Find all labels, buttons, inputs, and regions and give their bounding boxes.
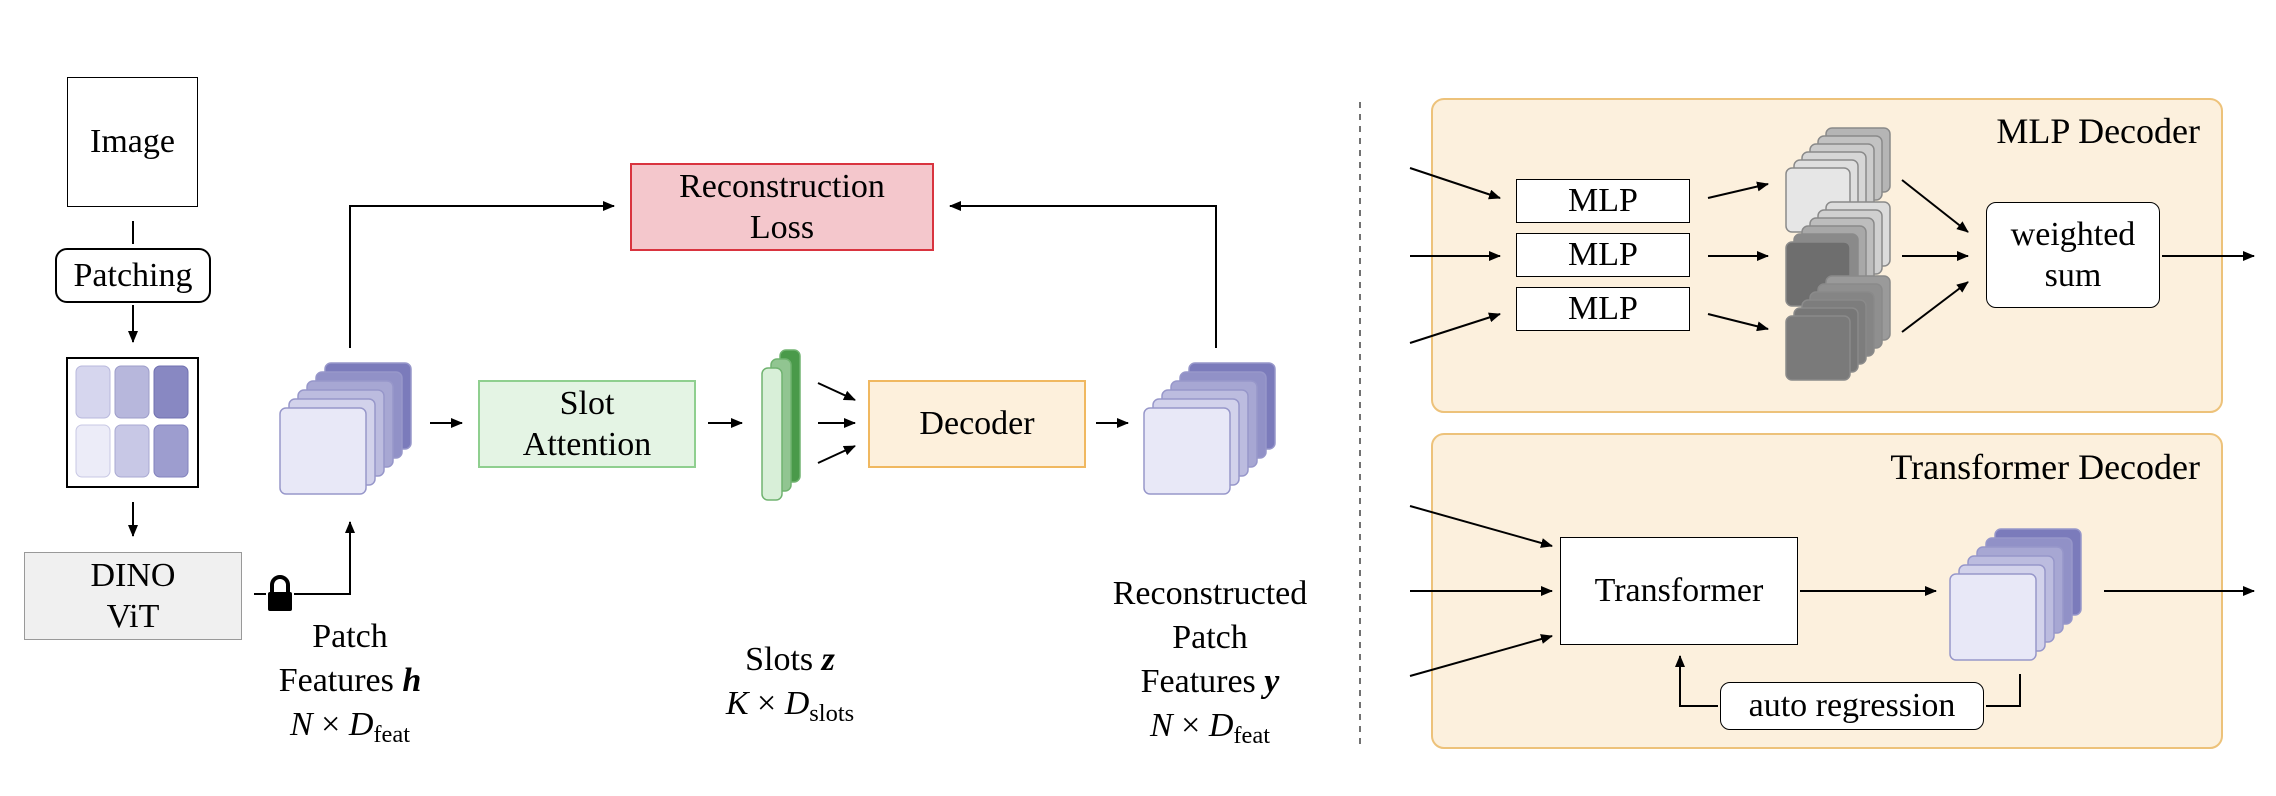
- decoder-box: Decoder: [868, 380, 1086, 468]
- dino-vit-box: DINO ViT: [24, 552, 242, 640]
- reconstructed-features-caption: Reconstructed Patch Features y N × Dfeat: [1060, 572, 1360, 758]
- symbol-h: h: [402, 662, 422, 699]
- vit-label: ViT: [106, 598, 160, 635]
- weighted-sum-box: weighted sum: [1986, 202, 2160, 308]
- patching-label: Patching: [73, 256, 193, 294]
- slot: [761, 367, 783, 501]
- transformer-decoder-title: Transformer Decoder: [1890, 447, 2200, 487]
- reconstruction-loss-box: Reconstruction Loss: [630, 163, 934, 251]
- image-label: Image: [90, 123, 175, 161]
- reconstructed-features-stack: [1143, 362, 1276, 495]
- mlp-decoder-title: MLP Decoder: [1996, 111, 2200, 151]
- slot-label: Slot: [559, 384, 615, 422]
- patch-caption-line2: Features h: [278, 662, 422, 699]
- patch-features-stack: [279, 362, 412, 495]
- patch-features-layer: [279, 407, 367, 495]
- recon-caption-line3: Features y: [1140, 663, 1280, 700]
- left-connectors: [128, 201, 1217, 595]
- transformer-box: Transformer: [1560, 537, 1798, 645]
- patching-box: Patching: [55, 248, 211, 303]
- weighted-label: weighted: [2010, 215, 2136, 253]
- patch-grid: [66, 357, 199, 488]
- transformer-label: Transformer: [1594, 572, 1764, 610]
- auto-regression-label: auto regression: [1748, 687, 1956, 725]
- slots-stack: [761, 349, 801, 501]
- loss-label: Loss: [749, 209, 815, 246]
- mlp-output-layer: [1785, 315, 1851, 381]
- lock-icon: [268, 575, 292, 611]
- reconstruction-label: Reconstruction: [679, 167, 885, 205]
- mlp-label-3: MLP: [1568, 290, 1638, 328]
- patch-caption-line1: Patch: [312, 618, 388, 655]
- slots-caption: Slots z K × Dslots: [660, 638, 920, 736]
- recon-caption-line1: Reconstructed: [1112, 575, 1308, 612]
- patch-features-caption: Patch Features h N × Dfeat: [220, 615, 480, 757]
- slot-attention-box: Slot Attention: [478, 380, 696, 468]
- recon-caption-dim: N × Dfeat: [1149, 707, 1271, 749]
- mlp-box-2: MLP: [1516, 233, 1690, 277]
- mlp-box-1: MLP: [1516, 179, 1690, 223]
- reconstructed-features-layer: [1143, 407, 1231, 495]
- auto-regression-box: auto regression: [1720, 682, 1984, 730]
- symbol-y: y: [1264, 663, 1280, 700]
- dino-label: DINO: [90, 556, 176, 594]
- mlp-label-2: MLP: [1568, 236, 1638, 274]
- transformer-connectors: [1409, 505, 2255, 707]
- mlp-box-3: MLP: [1516, 287, 1690, 331]
- slots-caption-dim: K × Dslots: [725, 685, 855, 727]
- transformer-output-stack: [1949, 528, 2082, 661]
- mlp-label-1: MLP: [1568, 182, 1638, 220]
- symbol-z: z: [821, 641, 835, 678]
- patch-caption-dim: N × Dfeat: [289, 706, 411, 748]
- mlp-output-stacks: [1785, 127, 1891, 381]
- transformer-output-layer: [1949, 573, 2037, 661]
- sum-label: sum: [2044, 257, 2102, 294]
- attention-label: Attention: [522, 426, 652, 463]
- recon-caption-line2: Patch: [1172, 619, 1248, 656]
- decoder-label: Decoder: [919, 405, 1035, 443]
- image-box: Image: [67, 77, 198, 207]
- mlp-connectors: [1409, 167, 2255, 344]
- slots-caption-line1: Slots z: [745, 641, 835, 678]
